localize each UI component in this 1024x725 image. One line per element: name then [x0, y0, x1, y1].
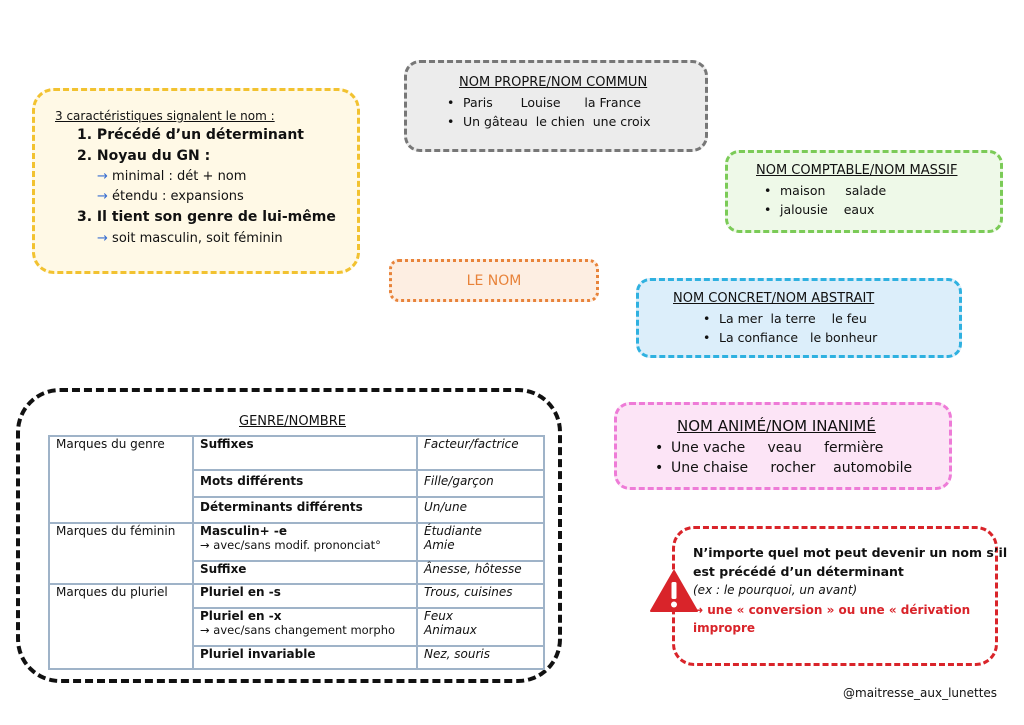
anime-inanime-list: Une vache veau fermière Une chaise roche… [649, 438, 912, 478]
genre-nombre-title: GENRE/NOMBRE [239, 414, 346, 429]
propre-commun-box: NOM PROPRE/NOM COMMUN Paris Louise la Fr… [404, 60, 708, 152]
table-row: Marques du féminin Masculin+ -e → avec/s… [48, 522, 545, 585]
genre-nombre-table: Marques du genre Suffixes Facteur/factri… [48, 435, 545, 670]
caracteristique-3a: → soit masculin, soit féminin [97, 231, 283, 246]
table-row: Pluriel invariable Nez, souris [49, 645, 545, 670]
caracteristiques-intro: 3 caractéristiques signalent le nom : [55, 109, 275, 123]
conversion-arrow-line1: → une « conversion » ou une « dérivation [693, 603, 971, 617]
caracteristique-3: 3. Il tient son genre de lui-même [77, 209, 336, 225]
caracteristique-2b: → étendu : expansions [97, 189, 244, 204]
list-item: La mer la terre le feu [697, 309, 877, 328]
caracteristique-1: 1. Précédé d’un déterminant [77, 127, 304, 143]
concret-abstrait-list: La mer la terre le feu La confiance le b… [697, 309, 877, 347]
anime-inanime-title: NOM ANIMÉ/NOM INANIMÉ [677, 417, 876, 435]
table-cell: Déterminants différents [192, 496, 418, 524]
table-cell: Mots différents [192, 469, 418, 498]
list-item: Un gâteau le chien une croix [441, 112, 651, 131]
propre-commun-list: Paris Louise la France Un gâteau le chie… [441, 93, 651, 131]
table-cell: Étudiante Amie [416, 522, 545, 562]
warning-icon [650, 570, 698, 612]
table-cell: Ânesse, hôtesse [416, 560, 545, 585]
genre-nombre-box: GENRE/NOMBRE Marques du genre Suffixes F… [16, 388, 562, 683]
conversion-example: (ex : le pourquoi, un avant) [693, 583, 858, 597]
table-row: Marques du pluriel Pluriel en -s Trous, … [48, 583, 545, 670]
table-row: Marques du genre Suffixes Facteur/factri… [48, 435, 545, 524]
comptable-massif-title: NOM COMPTABLE/NOM MASSIF [756, 163, 958, 178]
conversion-line1: N’importe quel mot peut devenir un nom s… [693, 545, 1008, 560]
concret-abstrait-box: NOM CONCRET/NOM ABSTRAIT La mer la terre… [636, 278, 962, 358]
anime-inanime-box: NOM ANIMÉ/NOM INANIMÉ Une vache veau fer… [614, 402, 952, 490]
le-nom-title: LE NOM [466, 272, 522, 289]
ex-pluriel-x2: Animaux [424, 623, 477, 637]
table-cell: Masculin+ -e → avec/sans modif. prononci… [192, 522, 418, 562]
le-nom-box: LE NOM [389, 259, 599, 302]
list-item: Une vache veau fermière [649, 438, 912, 458]
ex-masc-e1: Étudiante [424, 524, 482, 538]
table-cell: Feux Animaux [416, 607, 545, 647]
table-cell: Pluriel en -x → avec/sans changement mor… [192, 607, 418, 647]
table-cell: Marques du pluriel [48, 583, 194, 670]
author-signature: @maitresse_aux_lunettes [843, 686, 998, 700]
table-row: Suffixe Ânesse, hôtesse [49, 560, 545, 585]
table-row: Pluriel en -x → avec/sans changement mor… [49, 607, 545, 647]
list-item: maison salade [758, 181, 886, 200]
table-cell: Marques du genre [48, 435, 194, 524]
table-cell: Nez, souris [416, 645, 545, 670]
masc-e-label: Masculin+ -e [200, 524, 287, 538]
comptable-massif-list: maison salade jalousie eaux [758, 181, 886, 219]
arrow-right-icon: → [97, 231, 108, 246]
concret-abstrait-title: NOM CONCRET/NOM ABSTRAIT [673, 291, 875, 306]
table-cell: Facteur/factrice [416, 435, 545, 471]
pluriel-x-sub: → avec/sans changement morpho [200, 623, 396, 637]
caracteristique-2: 2. Noyau du GN : [77, 148, 211, 164]
pluriel-x-label: Pluriel en -x [200, 609, 282, 623]
table-cell: Trous, cuisines [416, 583, 545, 609]
caracteristique-2a: → minimal : dét + nom [97, 169, 247, 184]
arrow-right-icon: → [97, 169, 108, 184]
table-cell: Pluriel en -s [192, 583, 418, 609]
table-cell: Un/une [416, 496, 545, 524]
conversion-line2: est précédé d’un déterminant [693, 564, 904, 579]
masc-e-sub: → avec/sans modif. prononciat° [200, 538, 381, 552]
conversion-box: N’importe quel mot peut devenir un nom s… [650, 526, 1007, 666]
ex-masc-e2: Amie [424, 538, 455, 552]
table-cell: Suffixe [192, 560, 418, 585]
caracteristiques-box: 3 caractéristiques signalent le nom : 1.… [32, 88, 360, 274]
table-cell: Suffixes [192, 435, 418, 471]
table-cell: Marques du féminin [48, 522, 194, 585]
conversion-arrow-line2: impropre [693, 621, 756, 635]
list-item: Une chaise rocher automobile [649, 458, 912, 478]
list-item: Paris Louise la France [441, 93, 651, 112]
ex-pluriel-x1: Feux [424, 609, 453, 623]
table-cell: Fille/garçon [416, 469, 545, 498]
comptable-massif-box: NOM COMPTABLE/NOM MASSIF maison salade j… [725, 150, 1003, 233]
arrow-right-icon: → [97, 189, 108, 204]
list-item: jalousie eaux [758, 200, 886, 219]
table-row: Déterminants différents Un/une [49, 496, 545, 524]
propre-commun-title: NOM PROPRE/NOM COMMUN [459, 75, 648, 90]
list-item: La confiance le bonheur [697, 328, 877, 347]
table-cell: Pluriel invariable [192, 645, 418, 670]
table-row: Mots différents Fille/garçon [49, 469, 545, 498]
